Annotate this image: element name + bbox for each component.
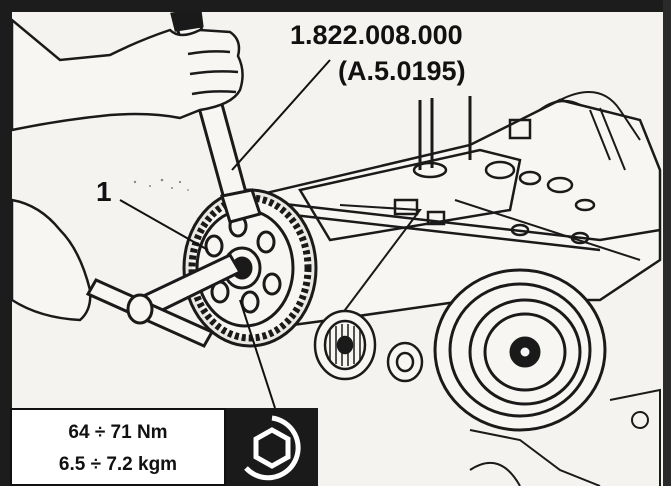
leader-lines xyxy=(119,59,331,409)
tool-alt-number-label: (A.5.0195) xyxy=(338,56,466,86)
bleed-through-text xyxy=(310,380,316,406)
engine-block xyxy=(243,91,662,332)
scan-border-left xyxy=(0,0,12,486)
idler-pulley xyxy=(313,309,377,381)
timing-gear xyxy=(182,188,318,348)
scan-border-right xyxy=(663,0,671,486)
tensioner-roller xyxy=(386,341,424,383)
item-1-label: 1 xyxy=(96,176,112,207)
upper-hand xyxy=(10,17,244,132)
hex-socket-icon xyxy=(226,408,318,486)
torque-value-kgm: 6.5 ÷ 7.2 kgm xyxy=(58,454,178,475)
torque-wrench xyxy=(85,253,243,348)
torque-value-nm: 64 ÷ 71 Nm xyxy=(68,422,168,443)
lower-hand xyxy=(10,198,92,322)
lower-bracket xyxy=(469,388,661,486)
crankshaft-pulley xyxy=(433,268,607,432)
scan-border-top xyxy=(0,0,671,12)
torque-spec-box: 64 ÷ 71 Nm 6.5 ÷ 7.2 kgm xyxy=(10,408,226,486)
tool-number-label: 1.822.008.000 xyxy=(290,20,463,50)
scan-speckle xyxy=(133,178,189,191)
